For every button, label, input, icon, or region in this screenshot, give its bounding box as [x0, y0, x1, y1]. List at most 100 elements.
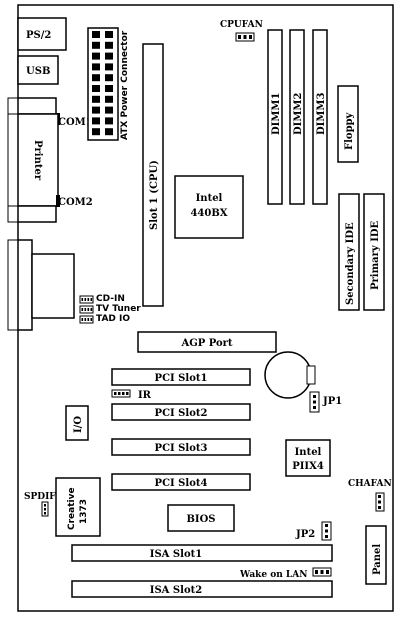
cpufan-pin [243, 35, 247, 39]
audio-header-pin [87, 298, 90, 301]
ps2-connector [17, 17, 67, 51]
dimm2-slot [289, 29, 305, 205]
audio-header-pin [90, 298, 93, 301]
floppy-label: Floppy [344, 111, 355, 150]
cpufan-pin [238, 35, 241, 39]
atx-pin [92, 41, 100, 49]
pci-slot4-label: PCI Slot4 [155, 478, 208, 489]
atx-pin [105, 52, 113, 60]
audio-header-pin [81, 308, 84, 311]
bios-chip [167, 504, 235, 532]
tad-io-label: TAD IO [96, 314, 130, 324]
dimm1-slot [267, 29, 283, 205]
audio-header-pin [87, 318, 90, 321]
tv-tuner-label: TV Tuner [96, 304, 141, 314]
atx-pin [105, 31, 113, 38]
jp1-label: JP1 [322, 396, 342, 407]
pci-slot4 [111, 473, 251, 491]
dimm1-label: DIMM1 [271, 93, 282, 135]
bios-label: BIOS [186, 514, 215, 525]
jp2-pin [325, 535, 328, 538]
intel-440bx-chip [174, 175, 244, 239]
usb-connector [17, 55, 59, 85]
spdif-pin [44, 504, 46, 507]
audio-header-pin [84, 298, 87, 301]
atx-pin [92, 63, 100, 71]
chafan-pin [378, 500, 381, 504]
audio-header-pin [84, 308, 87, 311]
isa-slot2 [71, 580, 333, 598]
io-chip [65, 405, 89, 441]
usb-label: USB [26, 66, 50, 77]
audio-headers [79, 295, 94, 324]
agp-port-label: AGP Port [180, 338, 232, 349]
slot1-cpu [142, 43, 164, 307]
audio-header-pin [87, 308, 90, 311]
audio-header [79, 315, 94, 324]
audio-header [79, 295, 94, 304]
atx-pin [105, 63, 113, 71]
dimm3-label: DIMM3 [316, 93, 327, 135]
wake-on-lan-label: Wake on LAN [239, 570, 307, 580]
secondary-ide-label: Secondary IDE [345, 222, 356, 305]
pci-slot3 [111, 438, 251, 456]
ir-label: IR [138, 390, 152, 401]
agp-port-slot [137, 331, 277, 353]
atx-pin [105, 106, 113, 114]
atx-pin [105, 95, 113, 103]
wake-on-lan-pin [315, 570, 318, 574]
atx-pin [92, 31, 100, 38]
wake-on-lan-pin [326, 570, 329, 574]
jp1-pin [313, 400, 316, 404]
dimm2-label: DIMM2 [293, 93, 304, 135]
spdif-pin [44, 508, 46, 511]
jp2-pin [325, 524, 328, 527]
pci-slot2 [111, 403, 251, 421]
atx-pin [105, 85, 113, 92]
com1-label: COM1 [58, 117, 93, 128]
game-port-connector [7, 239, 75, 331]
audio-header-pin [81, 298, 84, 301]
io-label: I/O [73, 416, 84, 433]
floppy-connector [337, 85, 359, 163]
intel-440bx-line1: Intel [196, 193, 223, 204]
atx-pin [105, 128, 113, 136]
jp1-pin [313, 406, 316, 409]
atx-pin [92, 106, 100, 114]
pci-slot1 [111, 368, 251, 386]
com2-label: COM2 [58, 197, 93, 208]
atx-pin [92, 117, 100, 125]
pci-slot3-label: PCI Slot3 [155, 443, 208, 454]
atx-pin [92, 74, 100, 82]
intel-piix4-chip [285, 439, 331, 477]
jp2-label: JP2 [295, 529, 315, 540]
ir-pin [118, 392, 121, 395]
ir-pin [114, 392, 117, 395]
creative-line1: Creative [67, 487, 77, 530]
secondary-ide-connector [338, 193, 360, 311]
atx-pin [92, 52, 100, 60]
com-printer-ports [7, 97, 60, 223]
intel-piix4-line1: Intel [295, 447, 322, 458]
cd-in-label: CD-IN [96, 294, 125, 304]
creative-1373-chip [55, 477, 101, 537]
jp2-pin [325, 529, 328, 533]
audio-header [79, 305, 94, 314]
audio-header-pin [90, 308, 93, 311]
isa-slot2-label: ISA Slot2 [150, 585, 202, 596]
spdif-pin [44, 512, 46, 515]
ir-pin [122, 392, 125, 395]
cpufan-label: CPUFAN [220, 20, 263, 30]
atx-pin [105, 41, 113, 49]
isa-slot1 [71, 544, 333, 562]
pci-slot2-label: PCI Slot2 [155, 408, 208, 419]
jp1-pin [313, 395, 316, 398]
cpufan-pin [249, 35, 252, 39]
intel-piix4-line2: PIIX4 [292, 461, 324, 472]
atx-pin [92, 128, 100, 136]
slot1-cpu-label: Slot 1 (CPU) [149, 160, 160, 230]
battery [264, 351, 312, 399]
wake-on-lan-pin [320, 570, 324, 574]
primary-ide-label: Primary IDE [370, 220, 381, 290]
